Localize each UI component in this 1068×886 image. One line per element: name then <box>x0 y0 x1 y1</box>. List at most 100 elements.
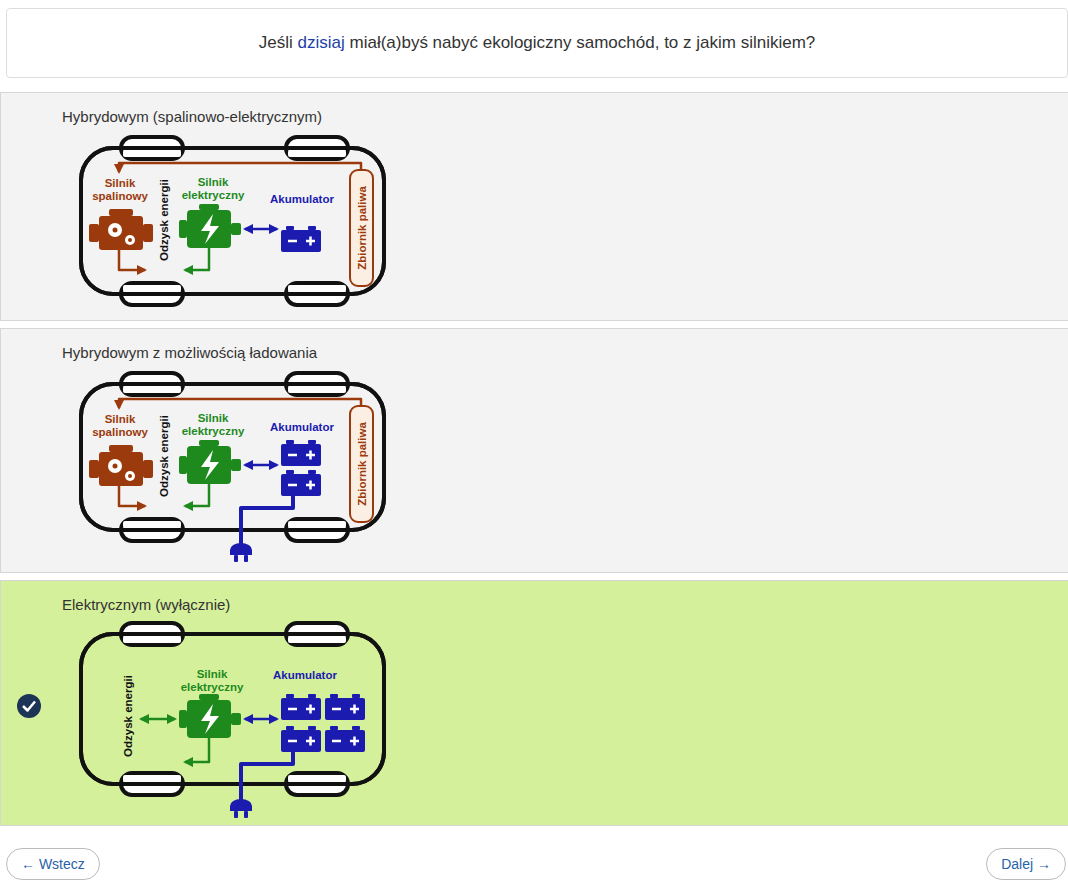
motor-part <box>179 456 187 474</box>
gear-hub <box>128 474 132 478</box>
car-body-outline <box>81 384 384 530</box>
minus-sign <box>288 484 297 487</box>
part-label: Silnik elektryczny <box>180 412 246 438</box>
battery-terminal <box>330 694 338 698</box>
car-diagram <box>1 93 1068 322</box>
part-label: Silnik elektryczny <box>180 176 246 202</box>
combustion-engine <box>99 452 143 486</box>
engine-part <box>143 460 153 478</box>
plus-sign <box>306 481 315 490</box>
battery-terminal <box>286 226 294 230</box>
electric-motor <box>187 210 231 248</box>
battery-cell <box>325 730 365 752</box>
motor-part <box>199 440 219 446</box>
drive-arrow <box>119 486 145 506</box>
fuel-tank-box: Zbiornik paliwa <box>349 405 374 523</box>
plug-prong <box>244 555 248 562</box>
wheel-cover <box>123 636 181 643</box>
battery-terminal <box>286 440 294 444</box>
charging-cable <box>241 496 293 544</box>
button-label: Dalej → <box>1001 856 1051 872</box>
part-label: Silnik spalinowy <box>87 413 153 439</box>
battery-terminal <box>286 694 294 698</box>
wheel-cover <box>288 150 346 157</box>
charging-cable <box>241 752 293 800</box>
power-arrow <box>245 464 277 467</box>
engine-part <box>109 209 133 216</box>
minus-sign <box>332 708 341 711</box>
wheel-cover <box>123 775 181 782</box>
wheel-cover <box>123 386 181 393</box>
minus-sign <box>288 740 297 743</box>
electric-motor <box>187 446 231 484</box>
car-body <box>81 384 384 530</box>
motor-part <box>231 223 241 235</box>
vertical-part-label: Odzysk energii <box>122 675 135 757</box>
fuel-tank-box: Zbiornik paliwa <box>349 169 374 287</box>
battery-terminal <box>308 440 316 444</box>
tank-label: Zbiornik paliwa <box>356 186 368 270</box>
tank-label: Zbiornik paliwa <box>356 422 368 506</box>
part-label: Akumulator <box>265 669 345 682</box>
gear-hub <box>113 464 118 469</box>
wheel-cover <box>288 775 346 782</box>
option-panel-selected: Elektrycznym (wyłącznie) <box>0 580 1068 826</box>
question-text: dzisiaj <box>297 33 344 53</box>
car-body <box>81 634 384 784</box>
lightning-symbol <box>201 450 219 480</box>
plus-sign <box>306 705 315 714</box>
minus-sign <box>288 240 297 243</box>
option-panel: Zbiornik paliwa Hybrydowym (spalinowo-ele… <box>0 92 1068 321</box>
wheel-cover <box>123 150 181 157</box>
fuel-arrow <box>119 399 361 408</box>
car-diagram <box>1 581 1068 827</box>
option-panel: Zbiornik paliwaHybrydowym z możliwością … <box>0 328 1068 573</box>
fuel-arrow <box>119 163 361 172</box>
question-text: Jeśli <box>259 33 293 53</box>
battery-cell <box>325 698 365 720</box>
battery-cell <box>281 474 321 496</box>
engine-part <box>109 445 133 452</box>
vertical-part-label: Odzysk energii <box>158 415 171 497</box>
gear-hub <box>113 228 118 233</box>
car-diagram <box>1 329 1068 574</box>
wheel-cover <box>288 636 346 643</box>
plug-prong <box>234 811 238 818</box>
plug <box>230 543 252 555</box>
button-label: ← Wstecz <box>21 856 85 872</box>
battery-terminal <box>330 726 338 730</box>
plus-sign <box>306 237 315 246</box>
battery-cell <box>281 698 321 720</box>
lightning-symbol <box>201 214 219 244</box>
plus-sign <box>350 737 359 746</box>
battery-terminal <box>352 694 360 698</box>
vertical-part-label: Odzysk energii <box>158 179 171 261</box>
wheel-cover <box>123 285 181 292</box>
wheel-cover <box>288 386 346 393</box>
plug <box>230 799 252 811</box>
engine-part <box>143 224 153 242</box>
recovery-arrow <box>141 718 175 721</box>
gear <box>108 459 122 473</box>
lightning-symbol <box>201 704 219 734</box>
engine-part <box>89 460 99 478</box>
battery-terminal <box>352 726 360 730</box>
drive-arrow <box>185 248 209 270</box>
car-body-outline <box>81 148 384 294</box>
battery-cell <box>281 730 321 752</box>
power-arrow <box>245 718 277 721</box>
motor-part <box>231 459 241 471</box>
car-body <box>81 148 384 294</box>
combustion-engine <box>99 216 143 250</box>
part-label: Silnik elektryczny <box>179 668 245 694</box>
gear-hub <box>128 238 132 242</box>
minus-sign <box>332 740 341 743</box>
plug-prong <box>244 811 248 818</box>
battery-cell <box>281 230 321 252</box>
drive-arrow <box>185 738 209 762</box>
back-button: ← Wstecz <box>6 848 100 880</box>
gear <box>108 223 122 237</box>
option-label: Hybrydowym (spalinowo-elektrycznym) <box>1 93 1068 127</box>
